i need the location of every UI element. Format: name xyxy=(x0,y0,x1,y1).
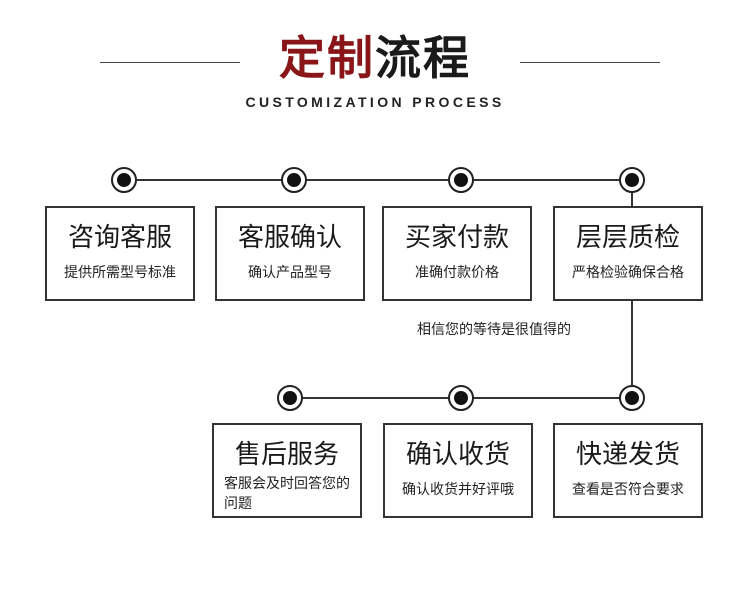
step-node xyxy=(619,167,645,193)
node-dot xyxy=(117,173,131,187)
step-box-aftersales: 售后服务 客服会及时回答您的问题 xyxy=(212,423,362,518)
step-node xyxy=(448,385,474,411)
step-desc: 客服会及时回答您的问题 xyxy=(224,476,350,512)
node-dot xyxy=(625,173,639,187)
node-dot xyxy=(287,173,301,187)
step-desc: 确认产品型号 xyxy=(248,265,332,281)
step-title: 确认收货 xyxy=(405,440,510,470)
title-rule-left xyxy=(100,62,240,63)
step-title: 层层质检 xyxy=(575,223,680,253)
title-rule-right xyxy=(520,62,660,63)
step-node xyxy=(448,167,474,193)
node-dot xyxy=(454,391,468,405)
step-box-shipping: 快递发货 查看是否符合要求 xyxy=(553,423,703,518)
page-subtitle: CUSTOMIZATION PROCESS xyxy=(245,94,505,110)
node-dot xyxy=(283,391,297,405)
step-title: 咨询客服 xyxy=(67,223,172,253)
step-node xyxy=(111,167,137,193)
title-accent: 定制 xyxy=(279,31,375,85)
step-box-confirm: 客服确认 确认产品型号 xyxy=(215,206,365,301)
step-box-payment: 买家付款 准确付款价格 xyxy=(382,206,532,301)
title-block: 定制流程 xyxy=(0,28,750,88)
node-dot xyxy=(625,391,639,405)
title-rest: 流程 xyxy=(375,31,471,85)
step-title: 买家付款 xyxy=(404,223,509,253)
step-box-inspection: 层层质检 严格检验确保合格 xyxy=(553,206,703,301)
step-desc: 确认收货并好评哦 xyxy=(402,482,514,498)
step-box-receipt: 确认收货 确认收货并好评哦 xyxy=(383,423,533,518)
step-title: 售后服务 xyxy=(234,440,339,470)
node-dot xyxy=(454,173,468,187)
step-box-consult: 咨询客服 提供所需型号标准 xyxy=(45,206,195,301)
page-title: 定制流程 xyxy=(0,28,750,88)
step-desc: 严格检验确保合格 xyxy=(572,265,684,281)
step-title: 客服确认 xyxy=(237,223,342,253)
step-title: 快递发货 xyxy=(575,440,680,470)
connector-top xyxy=(123,179,631,181)
step-desc: 准确付款价格 xyxy=(415,265,499,281)
step-desc: 提供所需型号标准 xyxy=(64,265,176,281)
step-node xyxy=(281,167,307,193)
wait-note: 相信您的等待是很值得的 xyxy=(417,322,571,338)
step-node xyxy=(277,385,303,411)
step-desc: 查看是否符合要求 xyxy=(572,482,684,498)
step-node xyxy=(619,385,645,411)
